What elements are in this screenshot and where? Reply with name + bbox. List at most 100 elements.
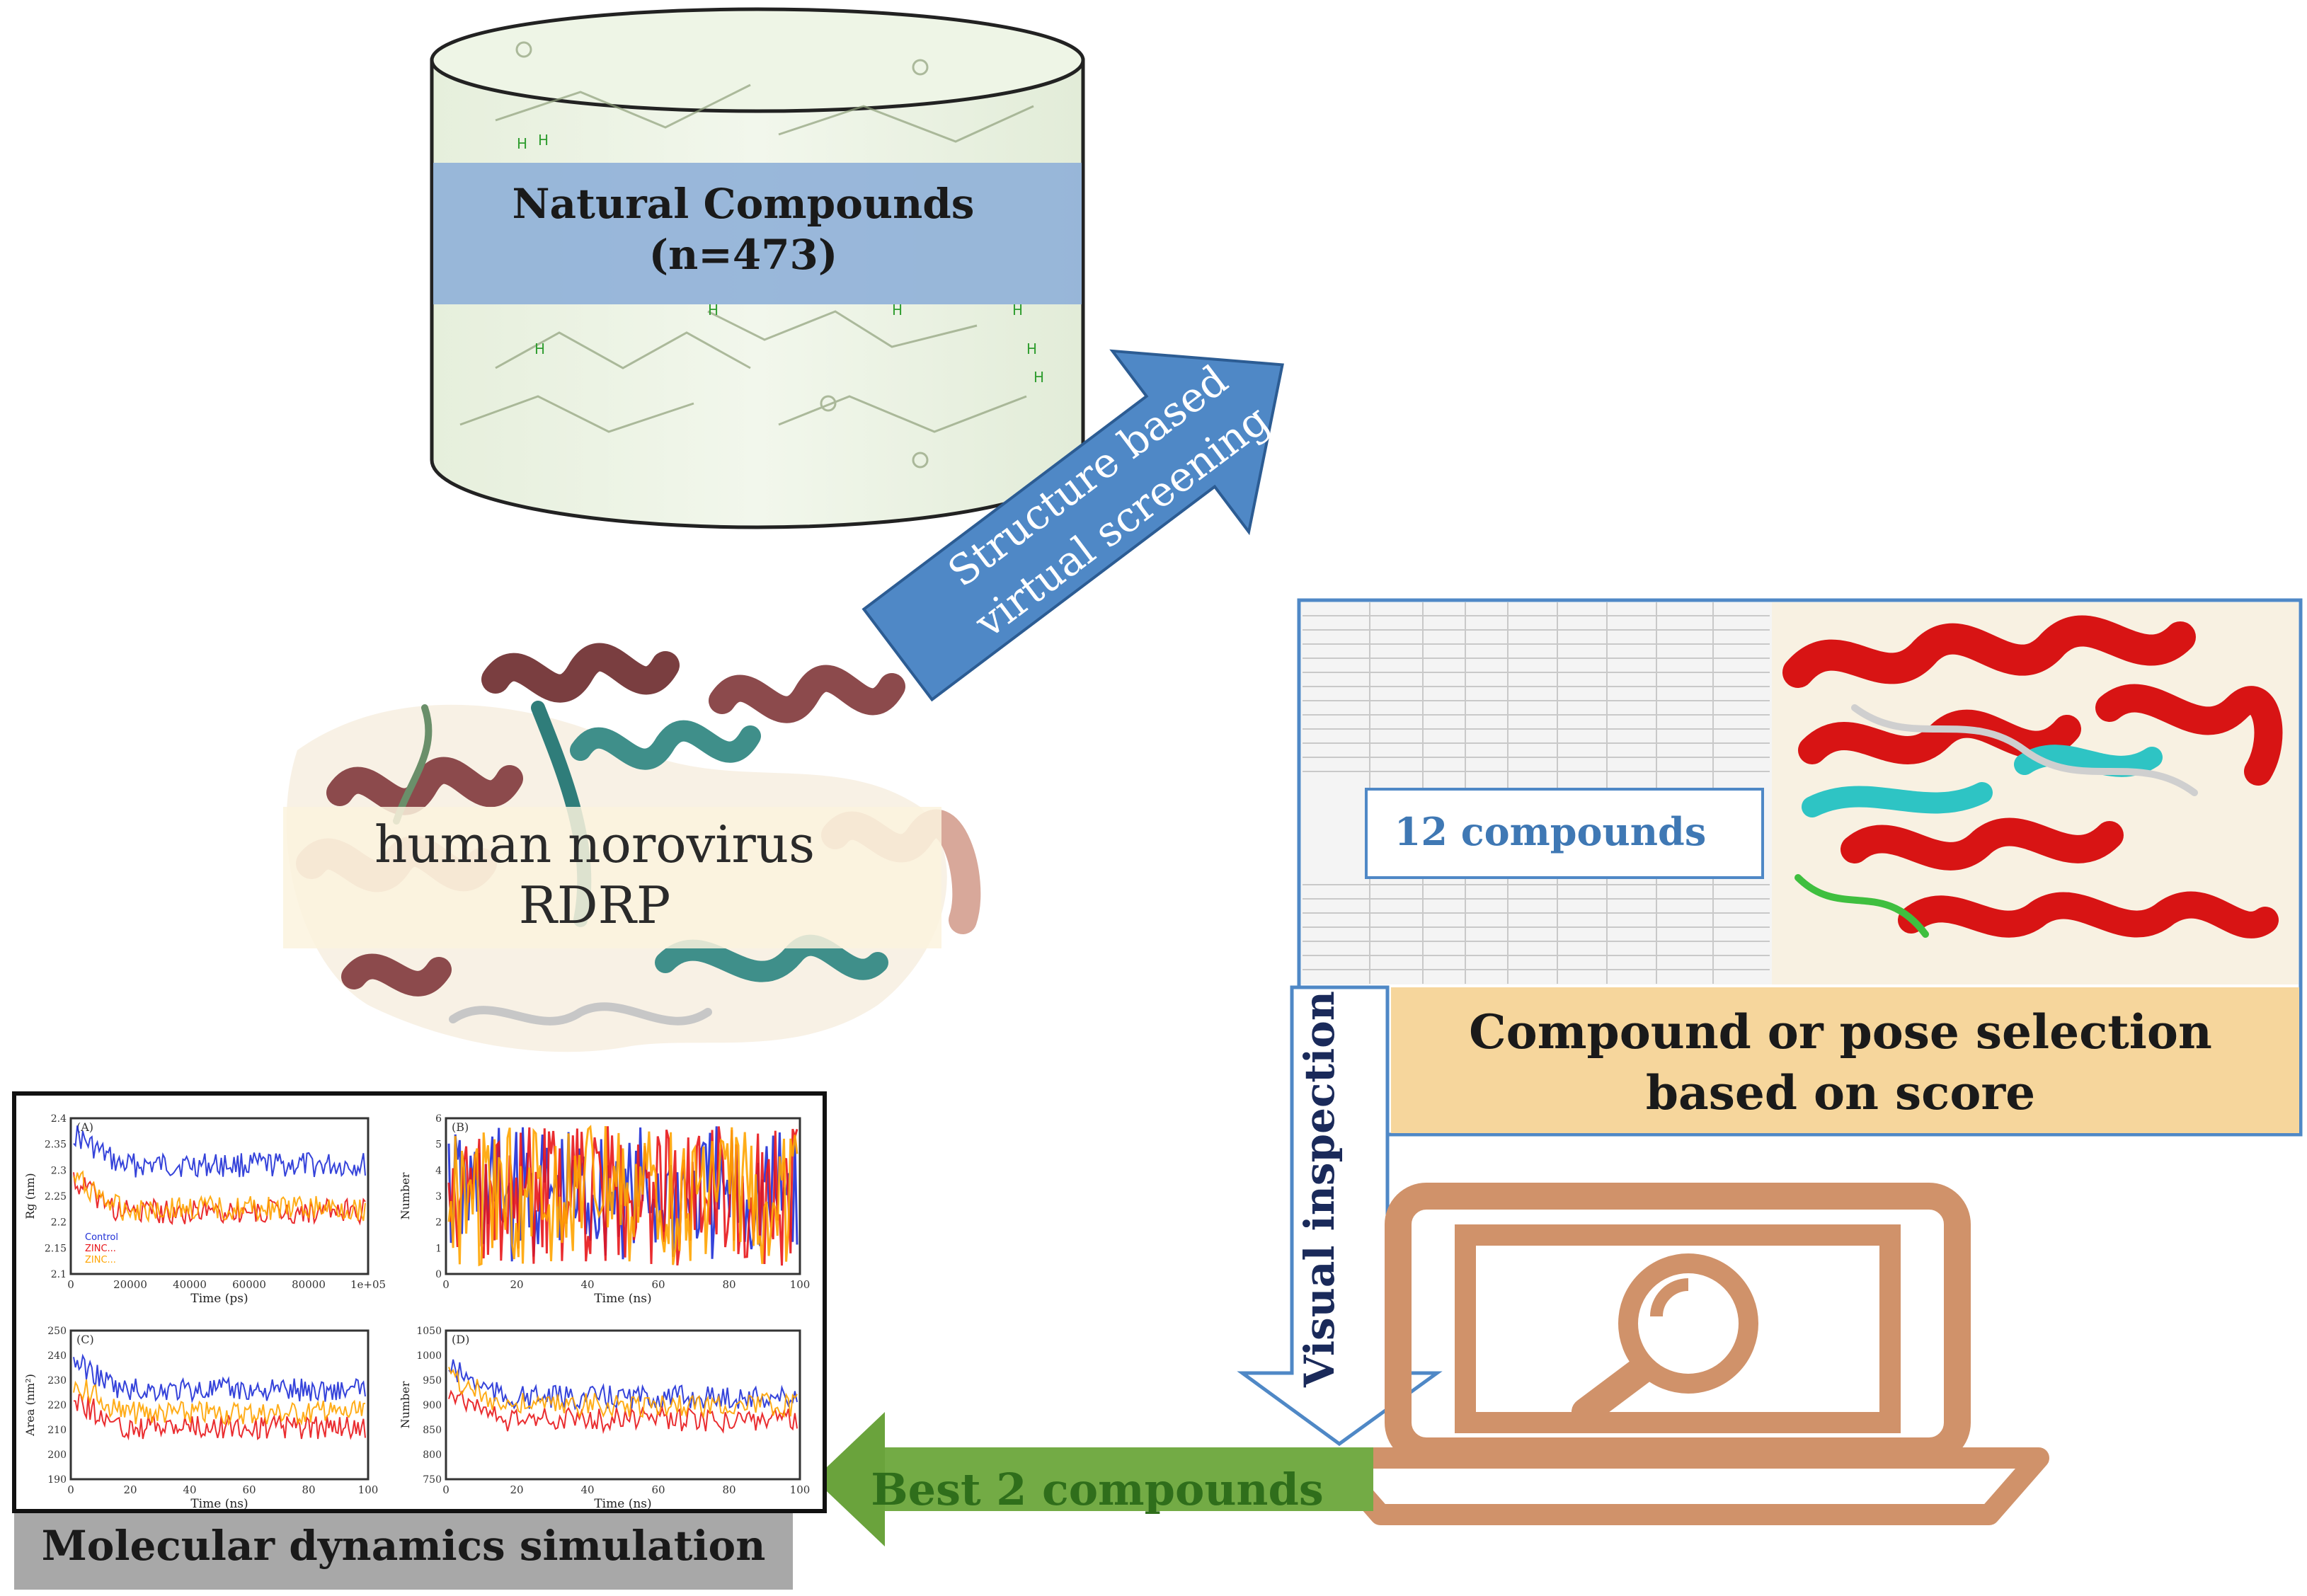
md-plot-xlabel: Time (ns) (594, 1497, 651, 1511)
md-plot-ytick: 1000 (416, 1350, 442, 1362)
protein-ribbon (283, 643, 981, 1052)
md-plot-ytick: 1050 (416, 1326, 442, 1337)
md-plot-tag: (C) (76, 1333, 94, 1346)
md-plot-ytick: 2.2 (51, 1217, 67, 1229)
md-plot-ytick: 2.35 (45, 1139, 67, 1151)
md-plot-series (73, 1394, 366, 1441)
md-plot-tag: (B) (452, 1120, 469, 1134)
md-plot-xtick: 0 (67, 1278, 74, 1291)
md-plot-ytick: 900 (423, 1400, 442, 1411)
results-table-lines (1303, 602, 1770, 984)
md-plot-ytick: 5 (435, 1139, 442, 1151)
md-plot-ytick: 2.15 (45, 1243, 67, 1254)
md-plot-ytick: 2.4 (51, 1113, 67, 1125)
md-plot-ytick: 3 (435, 1191, 442, 1202)
md-plot-xtick: 80000 (292, 1278, 326, 1291)
results-panel (1297, 598, 2303, 1137)
best-compounds-label: Best 2 compounds (871, 1464, 1324, 1515)
md-plot-legend-entry: ZINC... (85, 1244, 116, 1254)
md-plot-ytick: 220 (47, 1400, 67, 1411)
md-plot-ytick: 850 (423, 1425, 442, 1436)
md-plot-legend-entry: ZINC... (85, 1255, 116, 1265)
md-plot-xtick: 60 (242, 1483, 256, 1496)
md-plot-xtick: 60 (651, 1278, 665, 1291)
md-plot-xtick: 0 (442, 1278, 450, 1291)
md-plot-xtick: 1e+05 (350, 1278, 386, 1291)
md-plot-xtick: 40 (580, 1278, 594, 1291)
md-plot-ytick: 230 (47, 1375, 67, 1387)
md-plot-legend-entry: Control (85, 1232, 118, 1243)
md-plot-frame (445, 1329, 801, 1481)
md-plot-xlabel: Time (ns) (594, 1292, 651, 1306)
md-plot-ytick: 2 (435, 1217, 442, 1229)
svg-text:H: H (1012, 302, 1023, 318)
md-plot-ylabel: Number (399, 1172, 412, 1219)
md-plot-ylabel: Rg (nm) (23, 1173, 37, 1219)
svg-text:H: H (708, 302, 719, 318)
md-plot-series (73, 1172, 366, 1226)
docked-protein-ribbon (1782, 615, 2283, 938)
md-plot-ytick: 750 (423, 1474, 442, 1486)
md-plot-series (448, 1389, 798, 1435)
md-plot-series (73, 1353, 366, 1403)
visual-inspection-label: Visual inspection (1295, 991, 1344, 1387)
md-plot-ytick: 1 (435, 1243, 442, 1254)
md-plot-ytick: 250 (47, 1326, 67, 1337)
md-plot-xtick: 20 (123, 1483, 137, 1496)
protein-title-line2: RDRP (518, 875, 671, 935)
database-title-line1: Natural Compounds (512, 180, 975, 228)
md-plot-series (73, 1170, 366, 1223)
md-plot-xtick: 100 (358, 1483, 379, 1496)
md-plot-series (447, 1126, 798, 1266)
md-plot-xtick: 80 (302, 1483, 315, 1496)
molecule-sketch (459, 41, 1034, 469)
selection-label-line1: Compound or pose selection (1469, 1004, 2212, 1060)
md-plot-ytick: 950 (423, 1375, 442, 1387)
md-plot-xtick: 80 (722, 1278, 735, 1291)
protein-title-line1: human norovirus (374, 815, 815, 874)
md-plot-xtick: 100 (790, 1483, 811, 1496)
md-plot-tag: (D) (452, 1333, 469, 1346)
selection-label: Compound or pose selection based on scor… (1387, 1001, 2294, 1123)
md-plot-series (73, 1125, 366, 1178)
md-plot-xtick: 40000 (173, 1278, 207, 1291)
md-plot-frame (69, 1117, 370, 1275)
md-plot-xtick: 20000 (113, 1278, 147, 1291)
md-plot-xlabel: Time (ps) (190, 1292, 248, 1306)
protein-title-band (283, 807, 941, 948)
svg-text:H: H (538, 132, 549, 149)
md-plot-xtick: 0 (67, 1483, 74, 1496)
svg-text:H: H (1026, 340, 1037, 357)
svg-text:H: H (517, 135, 527, 152)
md-plot-xtick: 60 (651, 1483, 665, 1496)
database-title-line2: (n=473) (648, 231, 838, 279)
selection-label-line2: based on score (1645, 1065, 2036, 1120)
compound-count-label: 12 compounds (1394, 809, 1707, 854)
md-plot-ylabel: Number (399, 1381, 412, 1428)
md-plot-xtick: 0 (442, 1483, 450, 1496)
md-plot-ytick: 6 (435, 1113, 442, 1125)
md-plot-xtick: 20 (510, 1483, 523, 1496)
md-plot-xtick: 40 (183, 1483, 196, 1496)
selection-band (1391, 987, 2299, 1133)
md-plot-ytick: 2.3 (51, 1165, 67, 1176)
md-plot-series (73, 1379, 366, 1426)
md-plot-ytick: 200 (47, 1449, 67, 1461)
svg-text:H: H (534, 340, 545, 357)
md-plot-ytick: 0 (435, 1269, 442, 1280)
md-plot-xtick: 80 (722, 1483, 735, 1496)
md-plot-ytick: 210 (47, 1425, 67, 1436)
md-plot-tag: (A) (76, 1120, 93, 1134)
md-plot-ylabel: Area (nm²) (23, 1374, 37, 1437)
md-plot-xtick: 20 (510, 1278, 523, 1291)
laptop-icon (1320, 1183, 2049, 1525)
screening-arrow-shape (861, 349, 1284, 702)
md-plot-xtick: 100 (790, 1278, 811, 1291)
md-plot-ytick: 2.25 (45, 1191, 67, 1202)
protein-title: human norovirus RDRP (276, 814, 913, 936)
database-title: Natural Compounds (n=473) (425, 178, 1062, 280)
md-plot-ytick: 190 (47, 1474, 67, 1486)
md-plot-xtick: 40 (580, 1483, 594, 1496)
